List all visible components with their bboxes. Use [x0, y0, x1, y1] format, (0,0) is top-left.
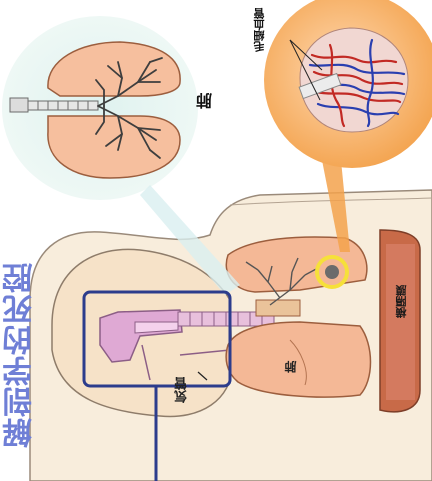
capillary-label: 毛細血管: [254, 8, 265, 52]
lung-top-label: 肺: [198, 93, 214, 109]
lung-label: 肺: [285, 361, 297, 373]
diaphragm-region: [380, 230, 420, 412]
trachea-label: 気管: [176, 377, 189, 403]
diagram-title: 解剖学的死腔: [6, 262, 36, 448]
diaphragm-label: 横隔膜: [396, 285, 407, 318]
alveolus-marker: [317, 257, 347, 287]
